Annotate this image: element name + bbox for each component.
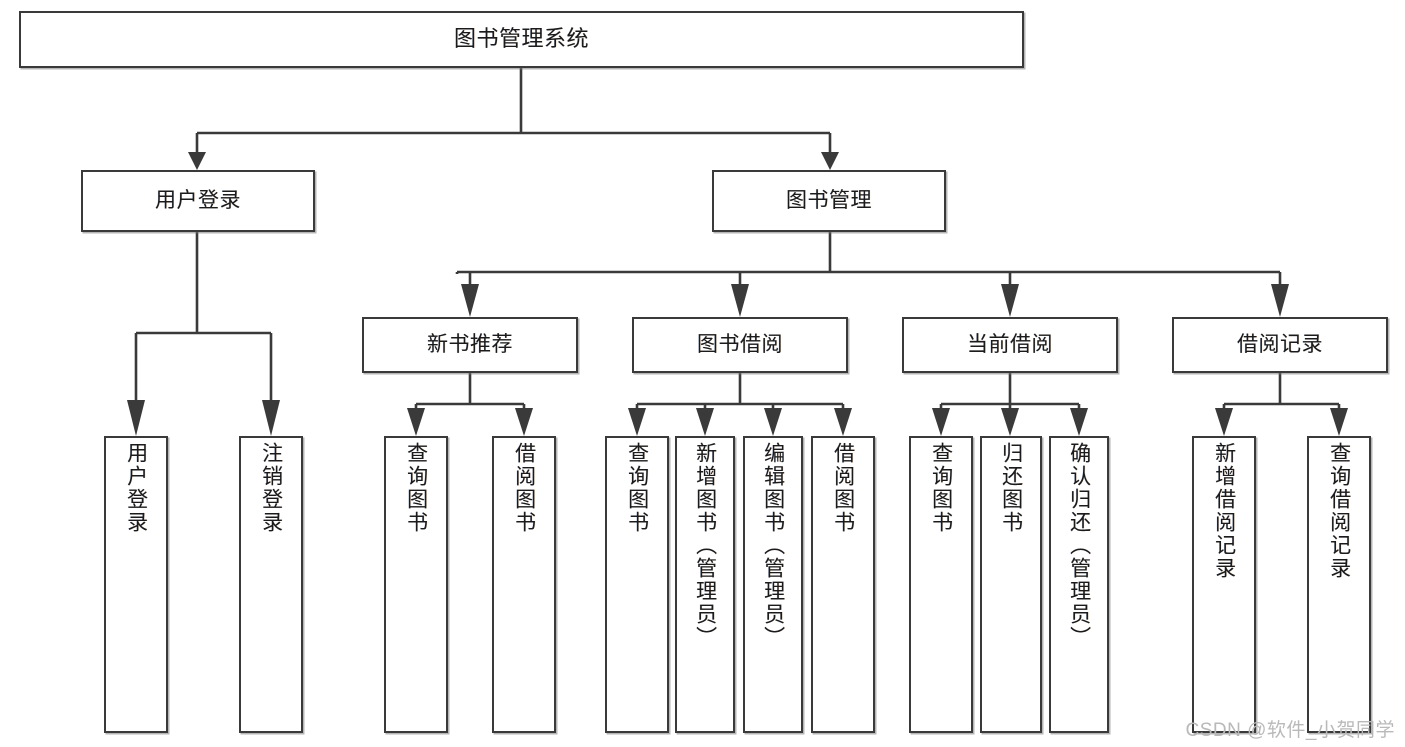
node-label: 编辑图书（管理员） bbox=[761, 442, 785, 649]
leaf-book-borrow-borrow[interactable]: 借阅图书 bbox=[811, 436, 875, 733]
leaf-new-book-borrow[interactable]: 借阅图书 bbox=[492, 436, 556, 733]
node-user-login[interactable]: 用户登录 bbox=[81, 170, 315, 232]
node-label: 用户登录 bbox=[124, 442, 148, 534]
node-label: 图书管理系统 bbox=[453, 26, 589, 52]
node-label: 查询图书 bbox=[625, 442, 649, 534]
node-book-management[interactable]: 图书管理 bbox=[712, 170, 946, 232]
node-label: 借阅图书 bbox=[831, 442, 855, 534]
node-current-borrow[interactable]: 当前借阅 bbox=[902, 317, 1118, 373]
leaf-current-borrow-return[interactable]: 归还图书 bbox=[980, 436, 1042, 733]
node-label: 图书管理 bbox=[786, 189, 872, 213]
node-label: 确认归还（管理员） bbox=[1067, 442, 1091, 649]
node-new-book-recommend[interactable]: 新书推荐 bbox=[362, 317, 578, 373]
node-label: 用户登录 bbox=[155, 189, 241, 213]
leaf-new-book-query[interactable]: 查询图书 bbox=[384, 436, 448, 733]
leaf-book-borrow-query[interactable]: 查询图书 bbox=[605, 436, 669, 733]
node-label: 注销登录 bbox=[259, 442, 283, 534]
node-label: 查询图书 bbox=[404, 442, 428, 534]
leaf-user-login-login[interactable]: 用户登录 bbox=[104, 436, 168, 733]
node-label: 新书推荐 bbox=[427, 333, 513, 357]
node-label: 新增图书（管理员） bbox=[693, 442, 717, 649]
node-book-borrow[interactable]: 图书借阅 bbox=[632, 317, 848, 373]
leaf-borrow-record-add[interactable]: 新增借阅记录 bbox=[1192, 436, 1256, 733]
leaf-borrow-record-query[interactable]: 查询借阅记录 bbox=[1307, 436, 1371, 733]
node-label: 借阅记录 bbox=[1237, 333, 1323, 357]
leaf-user-login-logout[interactable]: 注销登录 bbox=[239, 436, 303, 733]
node-label: 借阅图书 bbox=[512, 442, 536, 534]
node-label: 当前借阅 bbox=[967, 333, 1053, 357]
node-label: 归还图书 bbox=[999, 442, 1023, 534]
node-label: 查询借阅记录 bbox=[1327, 442, 1351, 580]
leaf-current-borrow-confirm[interactable]: 确认归还（管理员） bbox=[1049, 436, 1109, 733]
node-borrow-record[interactable]: 借阅记录 bbox=[1172, 317, 1388, 373]
leaf-book-borrow-edit[interactable]: 编辑图书（管理员） bbox=[743, 436, 803, 733]
leaf-book-borrow-add[interactable]: 新增图书（管理员） bbox=[675, 436, 735, 733]
node-label: 新增借阅记录 bbox=[1212, 442, 1236, 580]
node-root-system[interactable]: 图书管理系统 bbox=[19, 11, 1024, 68]
node-label: 查询图书 bbox=[929, 442, 953, 534]
node-label: 图书借阅 bbox=[697, 333, 783, 357]
leaf-current-borrow-query[interactable]: 查询图书 bbox=[909, 436, 973, 733]
